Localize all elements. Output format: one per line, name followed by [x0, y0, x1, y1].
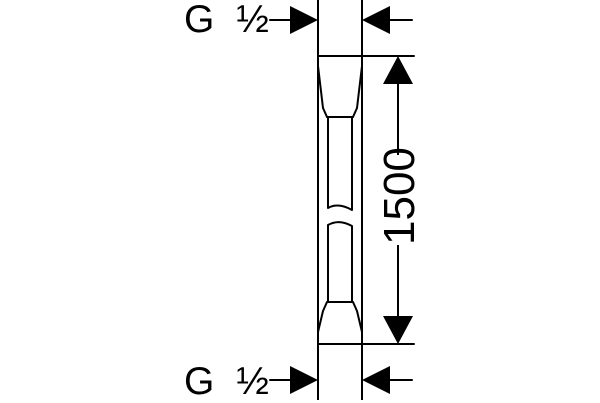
- hose-upper-segment: [327, 116, 353, 211]
- hose-lower-segment: [327, 221, 353, 303]
- length-arrow-up: [383, 56, 413, 84]
- bottom-thread-letter: G: [184, 360, 215, 403]
- top-thread-size: ½: [236, 0, 269, 41]
- bottom-connector-nut: [317, 301, 363, 345]
- width-arrow-top-right: [362, 6, 390, 34]
- width-arrow-bottom-left: [290, 366, 318, 394]
- length-arrow-down: [383, 316, 413, 344]
- bottom-thread-size: ½: [236, 360, 269, 403]
- top-connector-nut: [317, 55, 363, 118]
- top-thread-letter: G: [184, 0, 215, 41]
- length-dimension-value: 1500: [375, 147, 424, 245]
- width-arrow-bottom-right: [362, 366, 390, 394]
- width-arrow-top-left: [290, 6, 318, 34]
